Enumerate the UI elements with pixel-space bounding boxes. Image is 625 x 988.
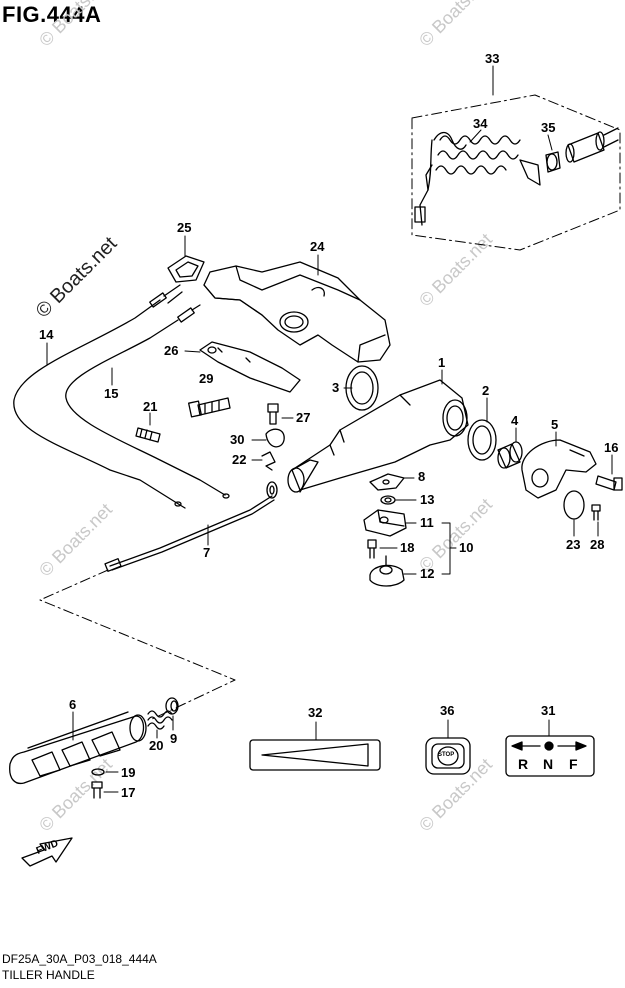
cap-30-part: [251, 428, 285, 448]
callout-26: 26: [164, 343, 179, 358]
stop-label: STOP: [438, 752, 455, 758]
figure-label: FIG.444A: [2, 2, 102, 27]
bushing-4-part: [497, 427, 523, 469]
callout-30: 30: [230, 432, 245, 447]
callout-18: 18: [400, 540, 415, 555]
washer-13-part: [380, 495, 417, 505]
stop-cap-36-part: [425, 719, 471, 775]
lanyard-cord: [414, 129, 541, 226]
callout-7: 7: [203, 545, 211, 560]
shift-label-31-part: [505, 719, 595, 777]
screw-27-part: [267, 403, 294, 425]
callout-8: 8: [418, 469, 426, 484]
cap-9-part: [165, 697, 179, 731]
callout-1: 1: [438, 355, 446, 370]
ring-3-part: [343, 365, 379, 411]
callout-22: 22: [232, 452, 247, 467]
callout-29: 29: [199, 371, 214, 386]
callout-11: 11: [420, 515, 434, 530]
plate-8-part: [369, 473, 415, 491]
callout-23: 23: [566, 537, 581, 552]
callout-36: 36: [440, 703, 455, 718]
knob-12-part: [369, 555, 417, 587]
clip-22-part: [251, 451, 276, 471]
callout-12: 12: [420, 566, 435, 581]
disc-23-part: [563, 490, 585, 537]
callout-20: 20: [149, 738, 164, 753]
grip-6-part: [9, 711, 147, 785]
callout-27: 27: [296, 410, 311, 425]
washer-19-part: [91, 768, 119, 776]
shift-cable-part: [65, 304, 230, 499]
screw-18-part: [367, 539, 398, 559]
bolt-29-part: [188, 397, 231, 418]
fwd-arrow-icon: [21, 837, 73, 867]
callout-32: 32: [308, 705, 323, 720]
screw-28-part: [591, 504, 601, 537]
kit-33-box: [411, 65, 621, 251]
callout-25: 25: [177, 220, 192, 235]
shift-f-label: F: [569, 756, 578, 772]
callout-17: 17: [121, 785, 136, 800]
bracket-part: [203, 254, 391, 363]
assembly-leader: [39, 569, 236, 721]
lever-5-part: [521, 431, 597, 499]
rod-7-part: [104, 481, 278, 572]
stop-switch-part: [545, 127, 619, 173]
callout-35: 35: [541, 120, 556, 135]
callout-21: 21: [143, 399, 158, 414]
callout-bracket-10: [441, 522, 457, 575]
callout-14: 14: [39, 327, 54, 342]
pin-part: [135, 412, 161, 443]
callout-34: 34: [473, 116, 488, 131]
plate-part: [184, 341, 301, 393]
block-11-part: [363, 509, 417, 537]
shift-n-label: N: [543, 756, 554, 772]
throttle-cable-part: [13, 284, 186, 509]
tiller-arm-part: [287, 369, 469, 493]
screw-17-part: [91, 781, 119, 799]
callout-6: 6: [69, 697, 77, 712]
section-title: TILLER HANDLE: [2, 968, 95, 982]
decal-32-part: [249, 721, 381, 771]
callout-5: 5: [551, 417, 559, 432]
grommet-part: [167, 235, 205, 283]
callout-24: 24: [310, 239, 325, 254]
callout-19: 19: [121, 765, 136, 780]
washer-2-part: [467, 397, 497, 461]
callout-10: 10: [459, 540, 474, 555]
callout-16: 16: [604, 440, 619, 455]
callout-9: 9: [170, 731, 178, 746]
callout-13: 13: [420, 492, 435, 507]
bolt-16-part: [595, 454, 623, 491]
shift-r-label: R: [518, 756, 529, 772]
model-code: DF25A_30A_P03_018_444A: [2, 952, 157, 966]
callout-3: 3: [332, 380, 340, 395]
callout-33: 33: [485, 51, 500, 66]
callout-4: 4: [511, 413, 519, 428]
callout-28: 28: [590, 537, 605, 552]
spring-20-part: [147, 710, 173, 739]
callout-15: 15: [104, 386, 119, 401]
callout-31: 31: [541, 703, 556, 718]
callout-2: 2: [482, 383, 490, 398]
